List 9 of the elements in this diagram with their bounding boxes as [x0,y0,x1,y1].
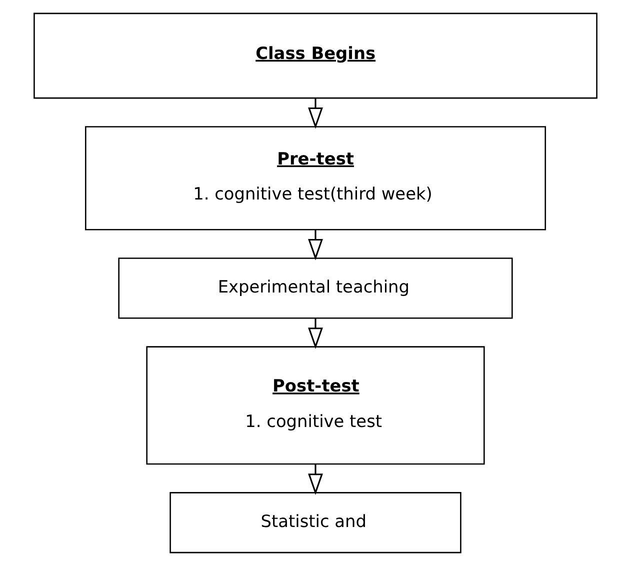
node-box: Post-test 1. cognitive test [146,346,484,465]
arrow [308,230,322,260]
arrow [308,98,322,129]
node-box: Experimental teaching [118,258,512,319]
node-box: Pre-test 1. cognitive test(third week) [84,126,546,230]
node-box: Statistic and [169,492,461,554]
node-box: Class Begins [33,12,597,99]
arrow [308,318,322,349]
arrow [308,464,322,495]
